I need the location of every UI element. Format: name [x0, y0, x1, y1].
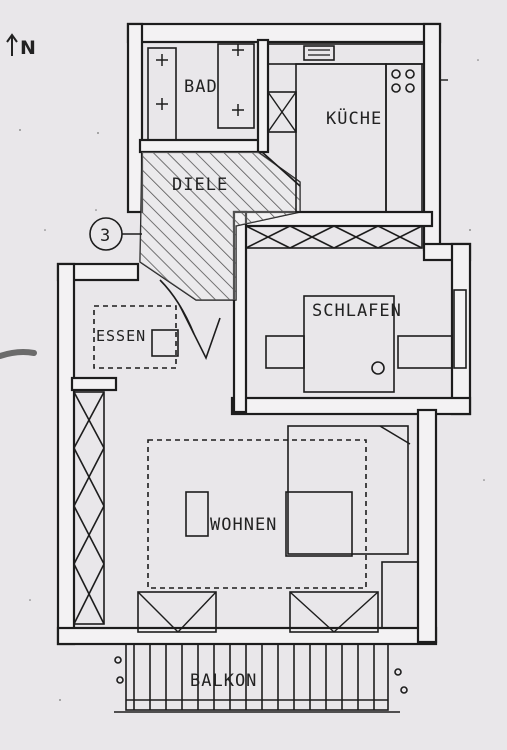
marker-number: 3 — [100, 226, 111, 246]
room-label-diele: DIELE — [172, 175, 228, 195]
balcony-railing — [114, 643, 408, 713]
room-label-essen: ESSEN — [96, 327, 146, 345]
section-marker: 3 — [89, 217, 142, 251]
door-swing — [261, 151, 301, 187]
room-label-balkon: BALKON — [190, 671, 257, 691]
north-arrow: N — [6, 33, 36, 59]
room-label-schlafen: SCHLAFEN — [312, 301, 402, 321]
living-furniture — [147, 425, 419, 629]
balcony-doors — [137, 591, 379, 633]
room-label-bad: BAD — [184, 77, 218, 97]
room-label-wohnen: WOHNEN — [210, 515, 277, 535]
room-label-kueche: KÜCHE — [326, 107, 382, 129]
wardrobe — [245, 225, 423, 249]
bed — [265, 289, 467, 393]
paper-speckles — [19, 59, 485, 701]
bath-fixtures — [147, 43, 255, 141]
dining-table — [93, 279, 221, 369]
kitchen-fixtures — [267, 43, 448, 213]
left-window-column — [73, 391, 105, 625]
pencil-mark — [0, 349, 37, 359]
north-label: N — [20, 37, 36, 59]
